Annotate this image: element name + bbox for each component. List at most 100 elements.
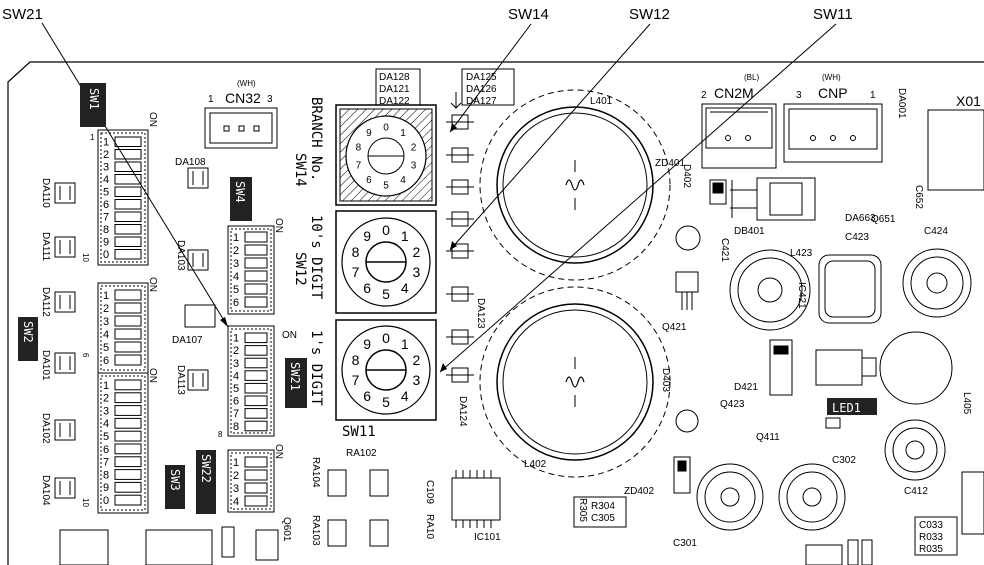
callout-sw11: SW11 — [813, 6, 853, 23]
label-q411: Q411 — [756, 432, 780, 443]
x01-component — [927, 109, 984, 191]
dip-number: 2 — [233, 470, 239, 482]
dial-digit: 4 — [400, 175, 406, 186]
label-l423: L423 — [790, 248, 813, 259]
sw1-pin1: 1 — [90, 133, 95, 142]
dial-digit: 6 — [366, 175, 372, 186]
dip-number: 1 — [103, 290, 109, 302]
dip-number: 3 — [103, 316, 109, 328]
dip-number: 1 — [233, 232, 239, 244]
dip-number: 7 — [103, 212, 109, 224]
label-ic101: IC101 — [474, 532, 501, 543]
dip-slot — [244, 332, 268, 344]
dip-slot — [114, 443, 142, 455]
cnp-pin1: 1 — [870, 90, 876, 101]
dial-digit: 0 — [382, 330, 390, 346]
label-d402: D402 — [681, 164, 692, 188]
dip-slot — [114, 211, 142, 222]
sw4-on-label: ON — [273, 218, 284, 233]
dial-digit: 8 — [352, 352, 360, 368]
dip-number: 8 — [233, 421, 239, 433]
label-q651: Q651 — [871, 214, 896, 225]
dip-slot — [244, 420, 268, 432]
dip-slot — [114, 224, 142, 235]
dip-number: 2 — [103, 149, 109, 161]
label-c305: C305 — [591, 513, 615, 524]
dial-digit: 7 — [352, 264, 360, 280]
label-da103: DA103 — [175, 240, 186, 271]
dip-number: 7 — [233, 408, 239, 420]
dip-slot — [244, 296, 268, 308]
r304-box — [573, 496, 627, 528]
dip-slot — [114, 469, 142, 480]
dip-number: 1 — [103, 137, 109, 149]
branch-label: BRANCH No. — [308, 97, 324, 181]
dial-digit: 6 — [363, 280, 371, 296]
tag-sw3-bg — [165, 465, 185, 509]
cn32-color: (WH) — [237, 79, 256, 88]
label-r035: R035 — [919, 544, 943, 555]
label-db401: DB401 — [734, 226, 765, 237]
dip-slot — [244, 270, 268, 282]
dip-slot — [114, 328, 142, 340]
dip-number: 5 — [233, 284, 239, 296]
dip-number: 5 — [103, 187, 109, 199]
dial-digit: 5 — [383, 181, 389, 192]
cn2m-label: CN2M — [714, 85, 754, 101]
sw21-on-label: ON — [282, 330, 297, 341]
cnp-label: CNP — [818, 85, 848, 101]
leader-sw14 — [449, 23, 532, 133]
tag-sw4-bg — [230, 177, 252, 221]
c033-box — [914, 516, 958, 556]
callout-leaders — [41, 22, 837, 373]
dial-digit: 4 — [401, 280, 409, 296]
dip-number: 3 — [233, 483, 239, 495]
label-da124: DA124 — [457, 396, 468, 427]
da-arrow — [450, 92, 462, 109]
dip-slot — [114, 136, 142, 147]
dip-number: 3 — [103, 405, 109, 417]
dip-number: 0 — [103, 495, 109, 507]
leader-arrowheads — [220, 123, 457, 372]
x01-label: X01 — [956, 93, 981, 109]
dip-slot — [114, 174, 142, 185]
dip-slot — [244, 231, 268, 243]
label-c652: C652 — [913, 185, 924, 209]
dial-digit: 8 — [352, 244, 360, 260]
label-r033: R033 — [919, 532, 943, 543]
sw22-on-label: ON — [273, 444, 284, 459]
dip-slot — [114, 289, 142, 301]
dial-digit: 1 — [400, 128, 406, 139]
dip-slot — [244, 283, 268, 295]
tag-sw21: SW21 — [288, 362, 302, 391]
label-da110: DA110 — [40, 178, 51, 208]
label-da663: DA663 — [845, 213, 876, 224]
dip-slot — [114, 149, 142, 160]
dip-slot — [114, 249, 142, 260]
led1-component — [825, 417, 841, 429]
label-da102: DA102 — [40, 413, 51, 444]
dip-slot — [244, 469, 268, 481]
label-d421: D421 — [734, 382, 758, 393]
label-da104: DA104 — [40, 475, 51, 506]
tens-sw-label: SW12 — [292, 252, 308, 286]
label-q423: Q423 — [720, 399, 745, 410]
leader-sw11 — [439, 23, 837, 373]
da128-group-box — [375, 68, 515, 106]
dip-number: 5 — [103, 342, 109, 354]
dial-digit: 6 — [363, 388, 371, 404]
dip-slot — [114, 341, 142, 353]
label-da101: DA101 — [40, 350, 51, 381]
tag-sw21-bg — [285, 358, 307, 408]
dip-slot — [244, 456, 268, 468]
tag-sw2-bg — [18, 317, 38, 361]
dip-slot — [114, 354, 142, 366]
dip-slot — [244, 495, 268, 507]
dip-slot — [244, 395, 268, 407]
dip-slot — [114, 494, 142, 506]
